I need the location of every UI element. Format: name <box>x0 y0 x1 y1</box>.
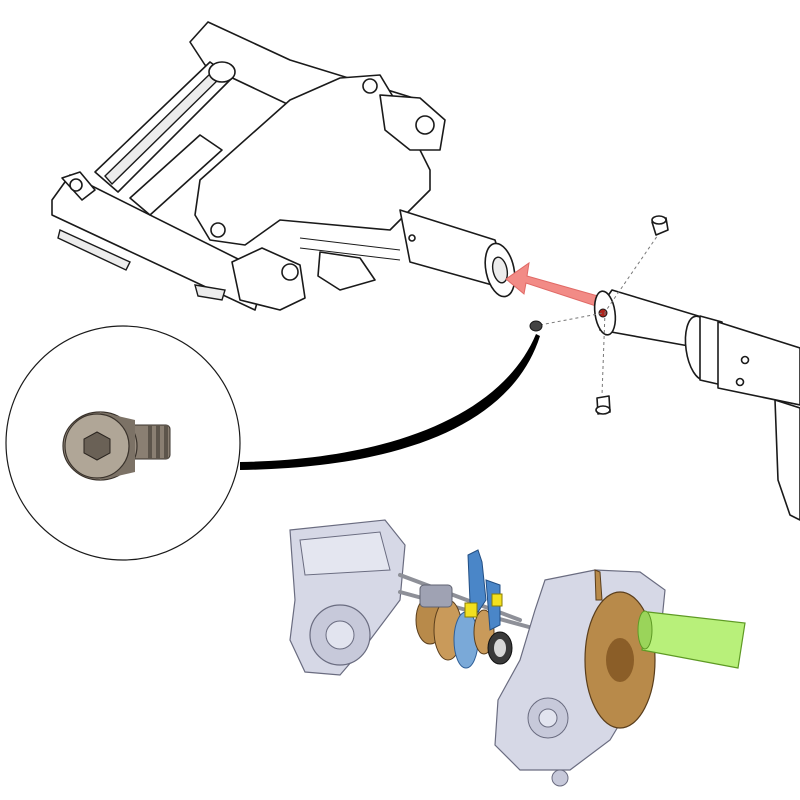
shoulder-screw-icon <box>651 215 669 236</box>
screw-guides <box>539 231 661 396</box>
insert-arrow-icon <box>505 261 606 309</box>
tube-shaft-icon <box>593 289 800 521</box>
exploded-gearbox-icon <box>289 519 746 787</box>
shoulder-screw-icon-left <box>529 320 543 332</box>
folding-frame-icon <box>51 21 516 311</box>
highlight-shaft <box>637 610 746 669</box>
zoom-callout-icon <box>5 325 241 561</box>
shoulder-screw-icon-bottom <box>595 395 611 415</box>
callout-leader <box>240 334 540 470</box>
shoulder-screw-detail <box>62 411 171 481</box>
gear-cluster <box>415 549 513 669</box>
